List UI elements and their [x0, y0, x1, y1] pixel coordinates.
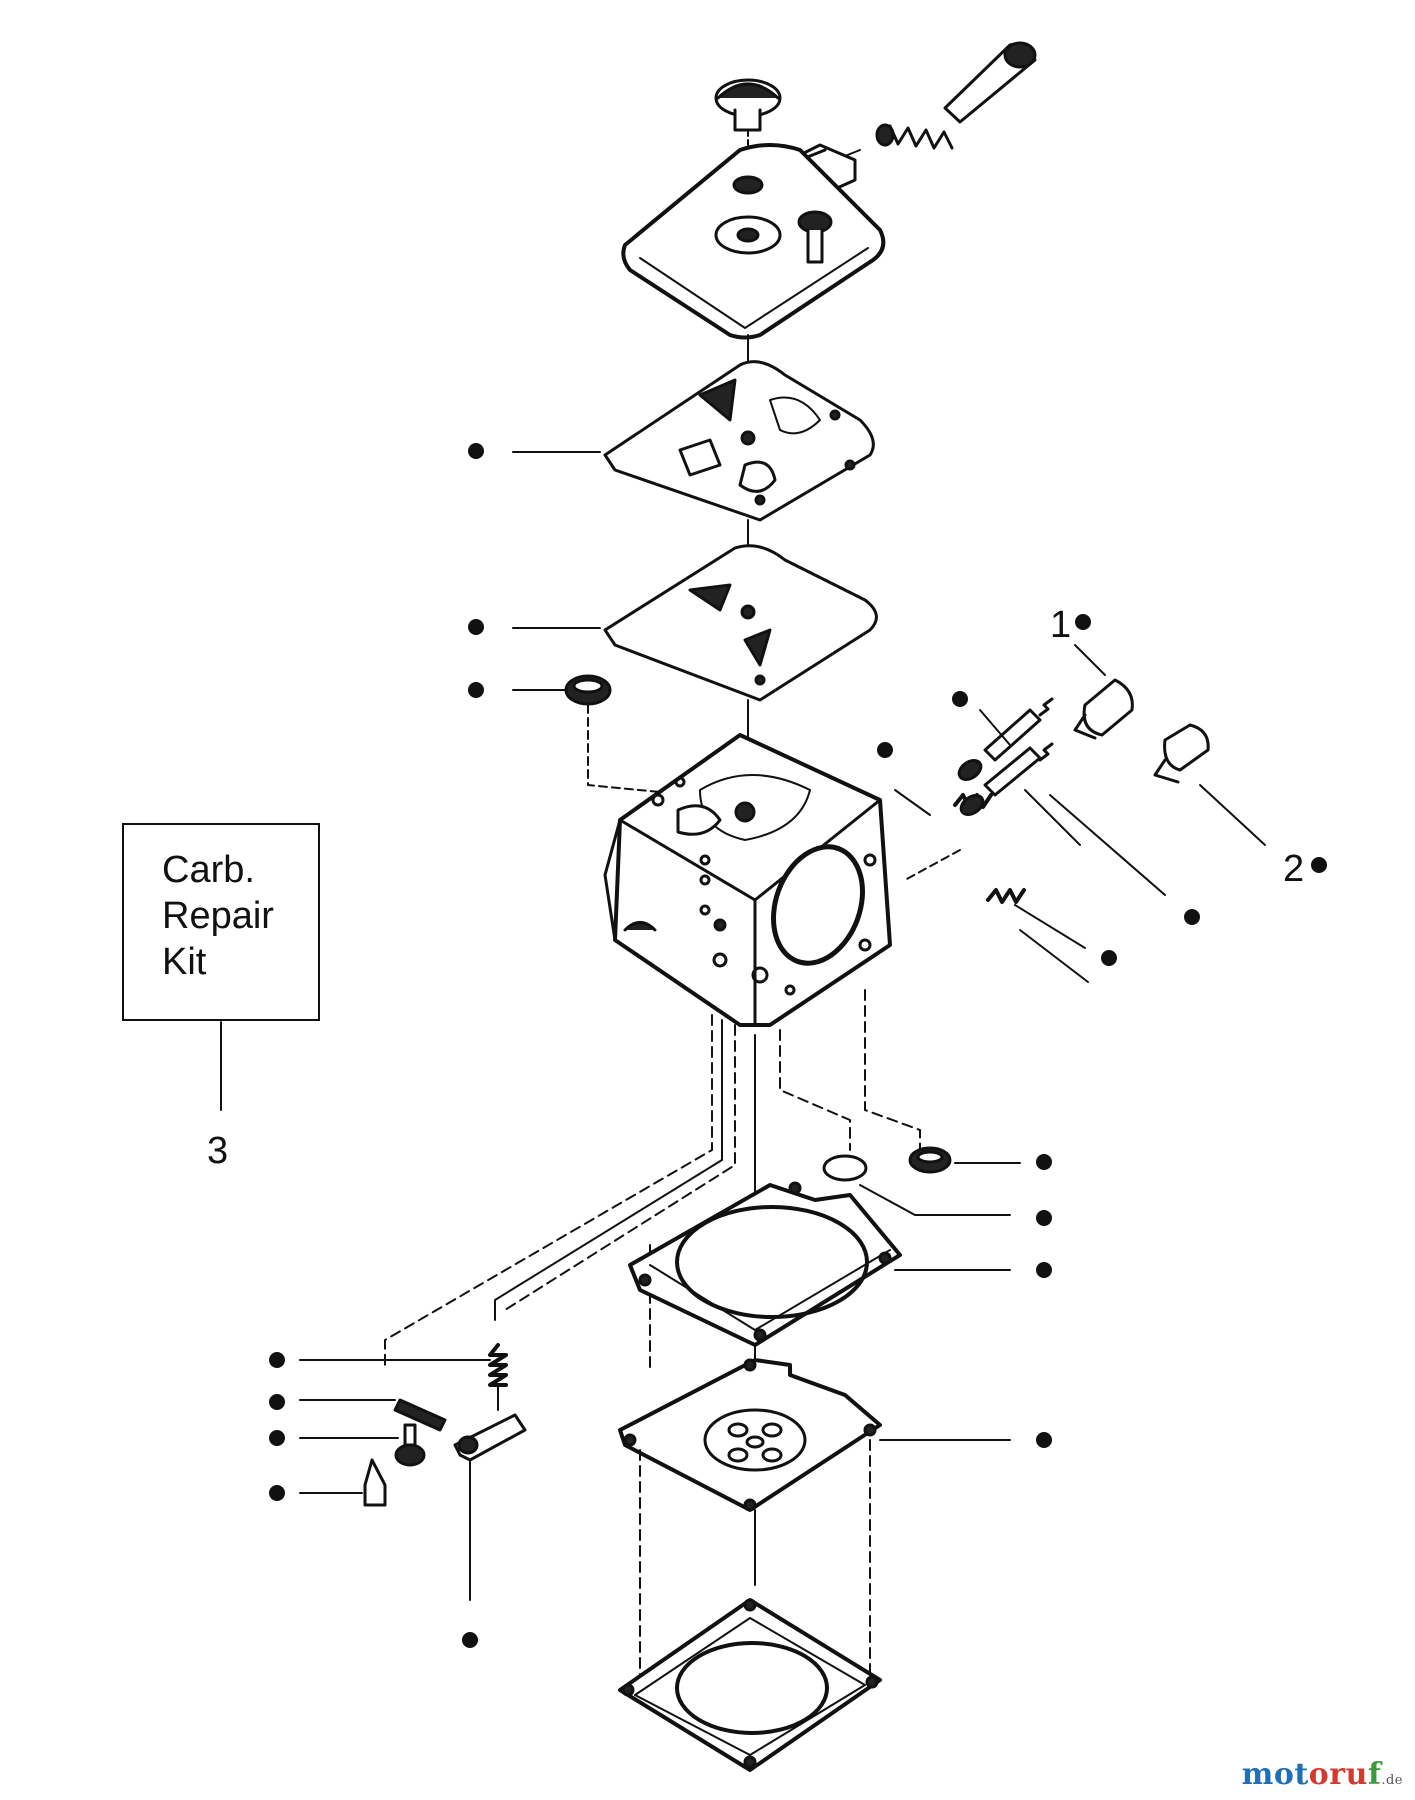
adjusting-screw-assembly [829, 41, 1037, 163]
watermark-part-c: f [1367, 1757, 1382, 1792]
marker-metering-gasket [1036, 1262, 1052, 1278]
marker-metering-diaphragm [1036, 1432, 1052, 1448]
kit-label-line-1: Carb. [162, 849, 255, 891]
inlet-screen [512, 674, 691, 796]
marker-inlet-screen [468, 682, 484, 698]
marker-metering-lever [462, 1632, 478, 1648]
marker-lever-screw [269, 1430, 285, 1446]
carb-repair-kit-label: Carb. Repair Kit [162, 847, 312, 985]
metering-diaphragm [618, 1358, 1011, 1512]
low-speed-needle [959, 742, 1089, 983]
marker-inlet-needle [269, 1485, 285, 1501]
inlet-needle [299, 1458, 387, 1507]
o-ring [822, 1154, 1011, 1216]
reference-number-3: 3 [207, 1130, 229, 1172]
welch-plug [908, 1146, 1021, 1174]
metering-cover [618, 1598, 882, 1772]
guide-lines [384, 989, 921, 1371]
pump-cover [621, 143, 886, 340]
watermark-logo: motoruf.de [1242, 1757, 1403, 1792]
lever-screw [299, 1423, 426, 1467]
metering-gasket [628, 1181, 1011, 1347]
kit-label-line-3: Kit [162, 941, 207, 983]
marker-pump-gasket [468, 443, 484, 459]
marker-lever-pin [269, 1394, 285, 1410]
marker-o-ring [1036, 1210, 1052, 1226]
pump-diaphragm [603, 544, 878, 702]
pump-gasket [603, 360, 875, 522]
metering-lever [453, 1413, 527, 1601]
marker-low-spring [1101, 950, 1117, 966]
marker-metering-spring [269, 1352, 285, 1368]
carburetor-body [603, 733, 892, 1027]
watermark-part-a: mot [1241, 1757, 1309, 1792]
reference-number-2: 2 [1283, 848, 1305, 890]
high-speed-needle [953, 697, 1166, 896]
marker-needle-spring-upper [952, 691, 968, 707]
reference-number-1: 1 [1050, 604, 1072, 646]
marker-part-2 [1311, 857, 1327, 873]
marker-pump-diaphragm [468, 619, 484, 635]
marker-needle-spring-left [877, 742, 893, 758]
watermark-tld: .de [1381, 1773, 1403, 1788]
marker-low-needle [1184, 909, 1200, 925]
top-screw [714, 78, 782, 176]
marker-part-1 [1075, 614, 1091, 630]
limiter-cap-1 [1073, 644, 1134, 740]
limiter-cap-2 [1153, 723, 1266, 846]
watermark-part-b: oru [1308, 1757, 1368, 1792]
carb-repair-kit-box: Carb. Repair Kit [122, 823, 320, 1021]
kit-part-markers [269, 443, 1327, 1648]
kit-label-line-2: Repair [162, 895, 274, 937]
marker-welch-plug [1036, 1154, 1052, 1170]
metering-spring [299, 1343, 508, 1411]
lever-pin [299, 1398, 447, 1432]
